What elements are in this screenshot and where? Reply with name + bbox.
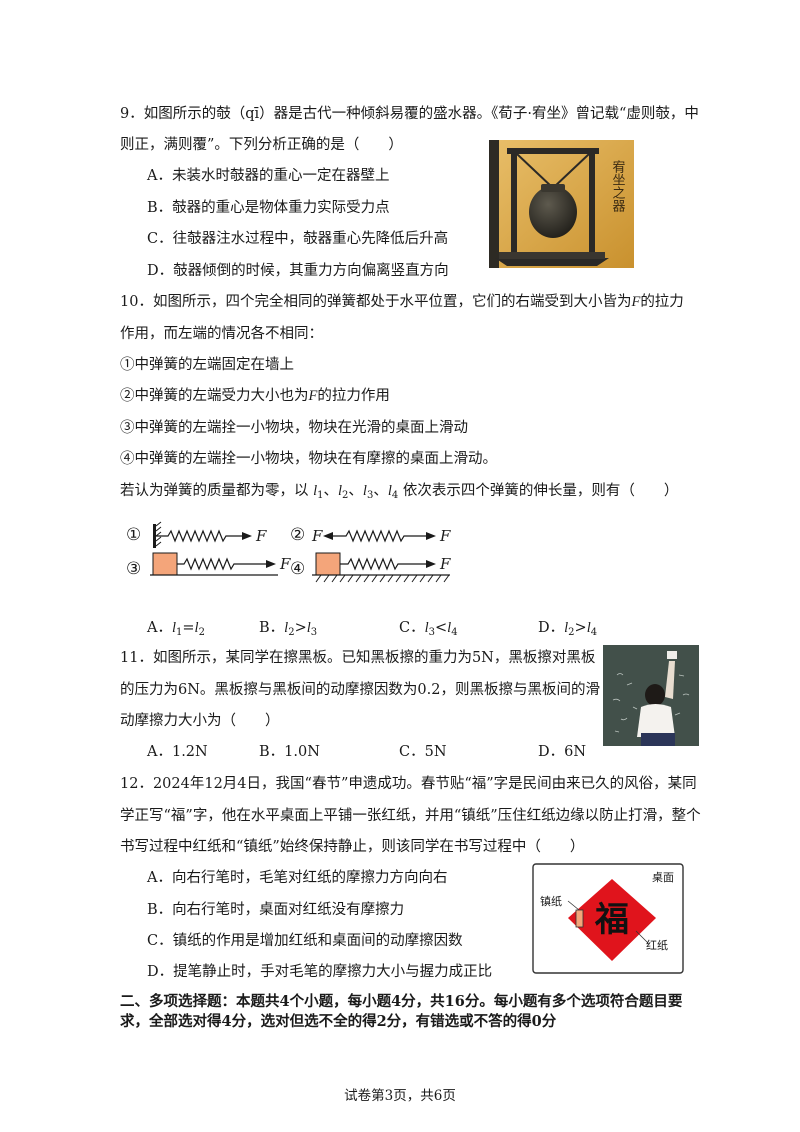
q9-stem-line1: 9．如图所示的攲（qī）器是古代一种倾斜易覆的盛水器。《荀子·宥坐》曾记载“虚则… [120, 106, 699, 122]
q11-blackboard-image [603, 645, 699, 746]
q10-spring-diagram: ① F ② F F ③ F ④ [120, 516, 460, 588]
q11-stem-line1: 11．如图所示，某同学在擦黑板。已知黑板擦的重力为5N，黑板擦对黑板 [120, 650, 596, 666]
q10-option-d[interactable]: D．l2>l4 [538, 620, 598, 638]
q10-stem-line1: 10．如图所示，四个完全相同的弹簧都处于水平位置，它们的右端受到大小皆为F的拉力 [120, 294, 684, 310]
q12-option-a[interactable]: A．向右行笔时，毛笔对红纸的摩擦力方向向右 [147, 870, 448, 886]
diagram-force-3: F [279, 555, 291, 573]
diagram-force-2-left: F [311, 527, 323, 545]
q9-option-c[interactable]: C．往攲器注水过程中，攲器重心先降低后升高 [147, 231, 449, 247]
q12-stem-line3: 书写过程中红纸和“镇纸”始终保持静止，则该同学在书写过程中（ ） [120, 839, 585, 855]
q11-option-b[interactable]: B．1.0N [259, 744, 320, 760]
section2-heading-line2: 求，全部选对得4分，选对但选不全的得2分，有错选或不答的得0分 [120, 1013, 557, 1030]
q12-option-d[interactable]: D．提笔静止时，手对毛笔的摩擦力大小与握力成正比 [147, 964, 493, 980]
q10-case-2: ②中弹簧的左端受力大小也为F的拉力作用 [120, 388, 390, 404]
section2-heading-line1: 二、多项选择题：本题共4个小题，每小题4分，共16分。每小题有多个选项符合题目要 [120, 993, 683, 1010]
q10-option-b[interactable]: B．l2>l3 [259, 620, 318, 638]
q10-question: 若认为弹簧的质量都为零，以 l1、l2、l3、l4 依次表示四个弹簧的伸长量，则… [120, 483, 679, 501]
label-paper: 红纸 [646, 939, 668, 952]
q9-option-d[interactable]: D．攲器倾倒的时候，其重力方向偏离竖直方向 [147, 263, 449, 279]
q11-option-d[interactable]: D．6N [538, 744, 587, 760]
q9-image-text: 宥坐之器 [610, 159, 626, 213]
q10-case-4: ④中弹簧的左端拴一小物块，物块在有摩擦的桌面上滑动。 [120, 451, 497, 467]
diagram-label-4: ④ [290, 559, 305, 579]
q10-stem-line2: 作用，而左端的情况各不相同： [120, 326, 323, 342]
fu-character: 福 [594, 900, 629, 940]
diagram-force-4: F [439, 555, 451, 573]
label-weight: 镇纸 [540, 894, 562, 908]
q10-case-3: ③中弹簧的左端拴一小物块，物块在光滑的桌面上滑动 [120, 420, 468, 436]
q12-stem-line1: 12．2024年12月4日，我国“春节”申遗成功。春节贴“福”字是民间由来已久的… [120, 776, 697, 792]
q11-stem-line3: 动摩擦力大小为（ ） [120, 713, 280, 729]
q11-option-c[interactable]: C．5N [399, 744, 447, 760]
diagram-force-2-right: F [439, 527, 451, 545]
diagram-label-1: ① [126, 525, 141, 545]
q12-stem-line2: 学正写“福”字，他在水平桌面上平铺一张红纸，并用“镇纸”压住红纸边缘以防止打滑，… [120, 808, 701, 824]
q9-stem-line2: 则正，满则覆”。下列分析正确的是（ ） [120, 137, 403, 153]
q11-option-a[interactable]: A．1.2N [147, 744, 208, 760]
q11-stem-line2: 的压力为6N。黑板擦与黑板间的动摩擦因数为0.2，则黑板擦与黑板间的滑 [120, 682, 600, 698]
q12-option-b[interactable]: B．向右行笔时，桌面对红纸没有摩擦力 [147, 902, 405, 918]
page-footer: 试卷第3页，共6页 [344, 1088, 456, 1104]
q12-desk-diagram: 桌面 福 镇纸 红纸 [532, 863, 684, 974]
diagram-label-2: ② [290, 525, 305, 545]
q10-option-c[interactable]: C．l3<l4 [399, 620, 458, 638]
q9-option-b[interactable]: B．攲器的重心是物体重力实际受力点 [147, 200, 390, 216]
q9-qi-vessel-image: 宥坐之器 [489, 140, 634, 268]
diagram-label-3: ③ [126, 559, 141, 579]
diagram-force-1: F [255, 527, 267, 545]
q10-option-a[interactable]: A．l1=l2 [147, 620, 205, 638]
q10-case-1: ①中弹簧的左端固定在墙上 [120, 357, 294, 373]
q9-option-a[interactable]: A．未装水时攲器的重心一定在器壁上 [147, 168, 390, 184]
label-desk: 桌面 [652, 871, 674, 884]
q12-option-c[interactable]: C．镇纸的作用是增加红纸和桌面间的动摩擦因数 [147, 933, 463, 949]
